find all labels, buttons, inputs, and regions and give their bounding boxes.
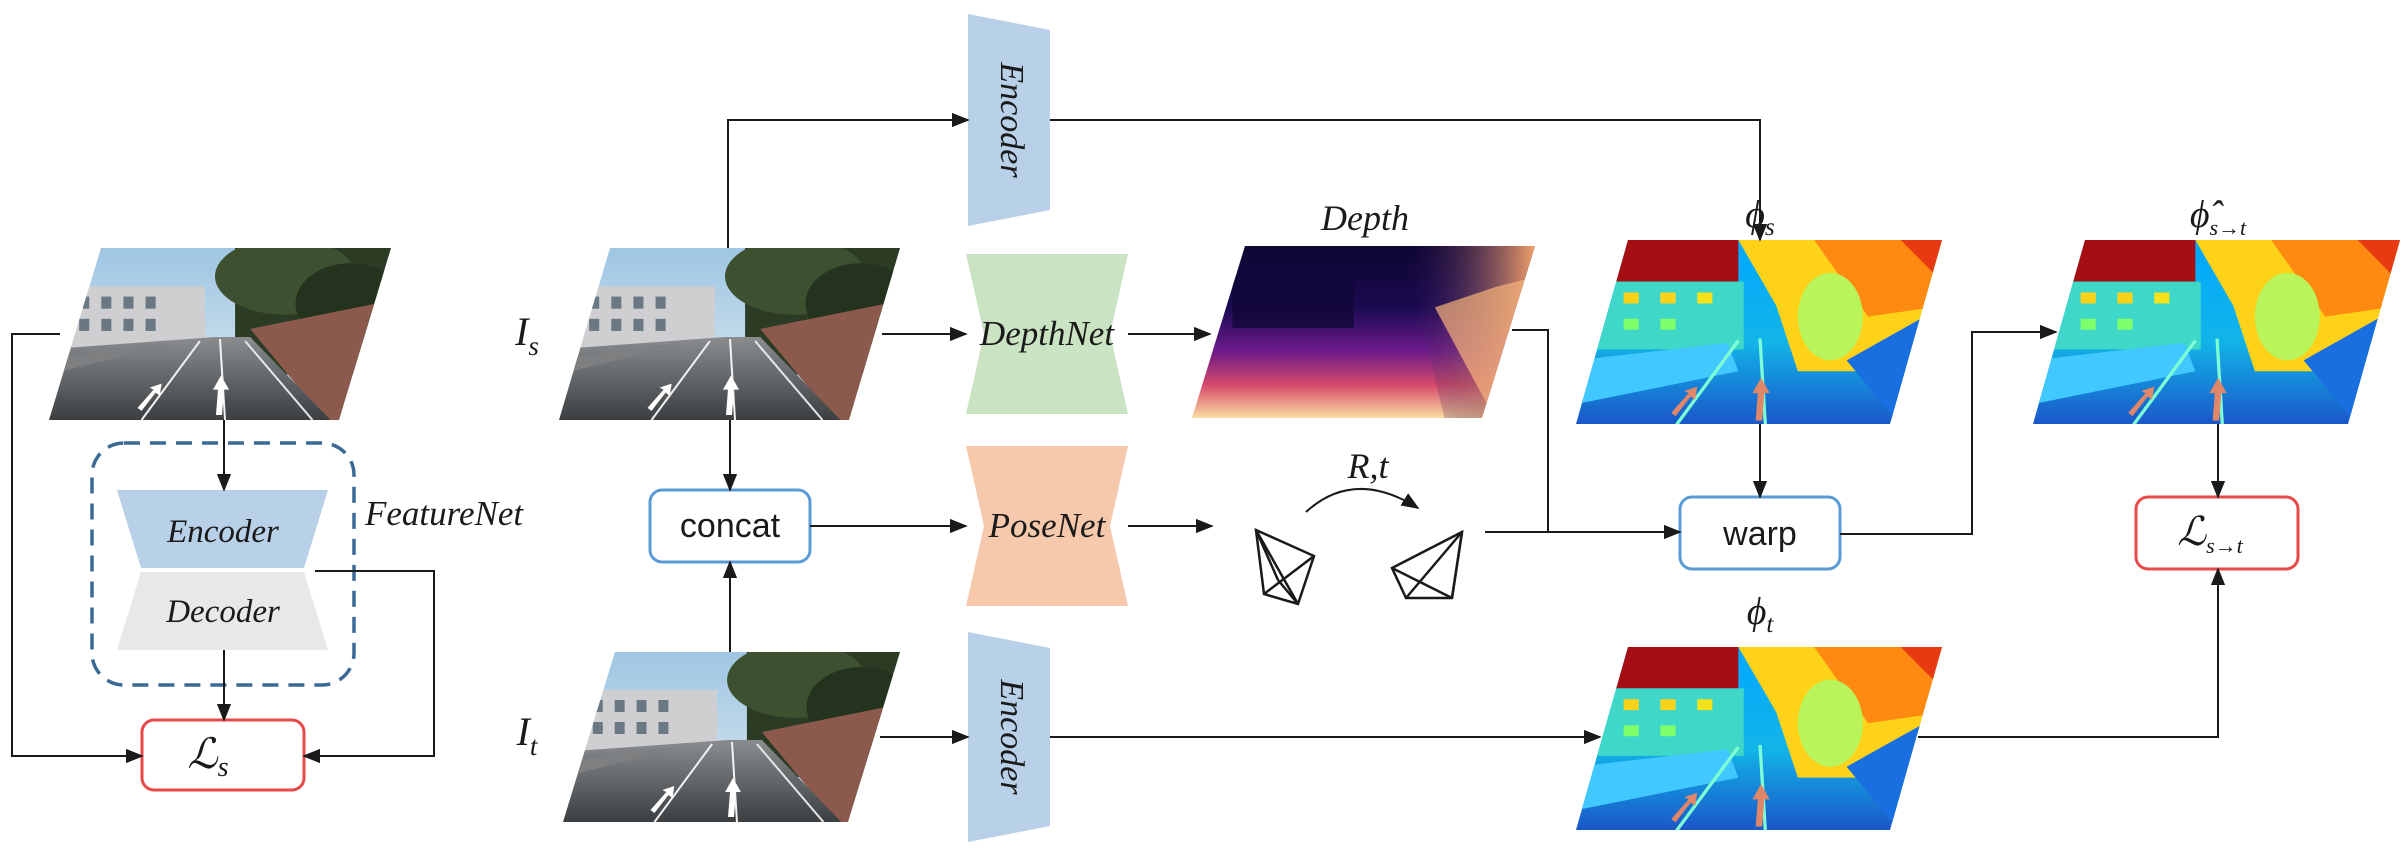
camera-source-icon bbox=[1254, 527, 1316, 606]
loss-s-label: ℒs bbox=[187, 732, 228, 783]
pose-arc-arrow bbox=[1305, 488, 1420, 513]
feature-encoder-label: Encoder bbox=[166, 514, 279, 550]
concat-label: concat bbox=[680, 507, 781, 545]
featurenet-label: FeatureNet bbox=[364, 494, 524, 533]
depth-label: Depth bbox=[1320, 198, 1409, 238]
phi-hat-label: ϕ̂s→t bbox=[2190, 194, 2247, 240]
arrow-featurenet-to-loss bbox=[302, 570, 435, 764]
encoder-top-block bbox=[968, 14, 1050, 226]
phi-t-feature-map bbox=[1576, 647, 1942, 830]
arrow-warp-to-phi-hat bbox=[1840, 324, 2058, 535]
arrow-image-to-loss bbox=[11, 333, 144, 764]
left-street-image bbox=[49, 248, 391, 420]
feature-decoder-label: Decoder bbox=[165, 594, 280, 630]
arrow-depth-to-warp bbox=[1512, 329, 1682, 540]
encoder-top-label: Encoder bbox=[993, 61, 1030, 178]
input-s-label: Is bbox=[514, 309, 539, 361]
arrow-is-to-encoder-top bbox=[727, 112, 970, 248]
phi-t-label: ϕt bbox=[1747, 591, 1775, 638]
encoder-bottom-label: Encoder bbox=[993, 678, 1030, 795]
target-image bbox=[563, 652, 900, 822]
posenet-block bbox=[966, 446, 1128, 606]
depthnet-block bbox=[966, 254, 1128, 414]
arrow-encoder-top-to-phi-s bbox=[1050, 119, 1768, 242]
posenet-label: PoseNet bbox=[988, 506, 1107, 545]
depthnet-label: DepthNet bbox=[979, 314, 1115, 353]
depth-map-image bbox=[1192, 246, 1535, 418]
warp-label: warp bbox=[1722, 515, 1797, 553]
phi-hat-feature-map bbox=[2033, 240, 2400, 424]
rt-label: R,t bbox=[1347, 446, 1390, 486]
encoder-bottom-block bbox=[968, 632, 1050, 842]
feature-encoder-block bbox=[117, 490, 328, 568]
arrow-phi-t-to-loss bbox=[1918, 567, 2226, 738]
loss-st-label: ℒs→t bbox=[2177, 509, 2243, 558]
phi-s-feature-map bbox=[1576, 240, 1942, 424]
source-image bbox=[559, 248, 900, 420]
input-t-label: It bbox=[516, 709, 539, 761]
camera-target-icon bbox=[1390, 529, 1464, 600]
feature-decoder-block bbox=[117, 572, 328, 650]
